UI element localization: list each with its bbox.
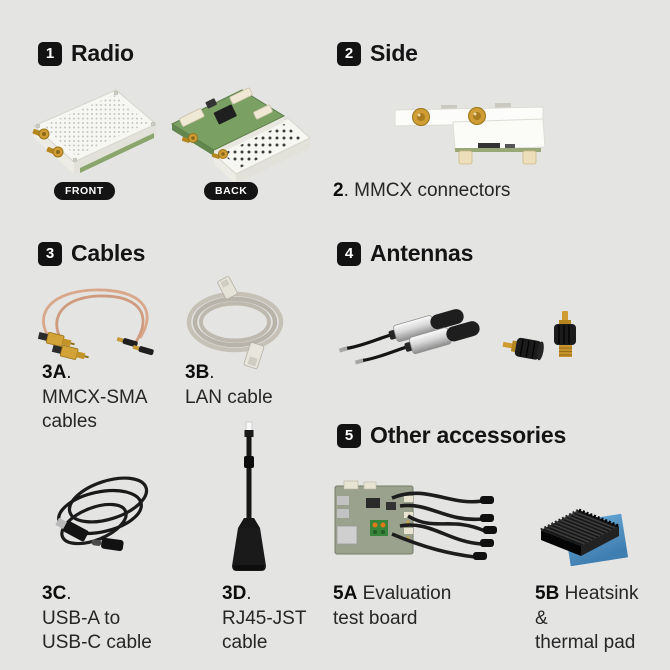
label-5b-line1: 5B Heatsink	[535, 582, 639, 607]
side-caption-text: . MMCX connectors	[343, 180, 511, 201]
heatsink-pad-image	[533, 490, 635, 568]
label-3c-line3: USB-C cable	[42, 632, 152, 653]
item-code: 3B	[185, 362, 210, 383]
item-dot: .	[66, 362, 72, 383]
label-3c: 3C. USB-A to USB-C cable	[42, 582, 152, 656]
label-3d: 3D. RJ45-JST cable	[222, 582, 306, 656]
label-3b-line2: LAN cable	[185, 386, 273, 408]
label-3d-line2: RJ45-JST	[222, 607, 307, 629]
label-3a-line3: cables	[42, 411, 97, 432]
label-5b-line3: thermal pad	[535, 632, 636, 653]
label-3d-line1: 3D.	[222, 582, 306, 607]
side-caption: 2. MMCX connectors	[333, 179, 510, 204]
label-5b-line2: &	[535, 607, 548, 629]
label-3a-line1: 3A.	[42, 361, 148, 386]
back-pill-badge: BACK	[204, 182, 259, 200]
label-3d-line3: cable	[222, 632, 268, 653]
item-dot: .	[246, 583, 252, 604]
label-5a-line1: 5A Evaluation	[333, 582, 451, 607]
item-code: 3C	[42, 583, 67, 604]
label-3c-line2: USB-A to	[42, 607, 121, 629]
section-number-badge: 4	[337, 241, 361, 266]
label-3a-line2: MMCX-SMA	[42, 386, 148, 408]
side-caption-number: 2	[333, 180, 344, 201]
label-3b-line1: 3B.	[185, 361, 273, 386]
mmcx-sma-cables-icon	[37, 288, 154, 360]
radio-side-icon	[394, 103, 546, 165]
radio-front-icon	[32, 89, 157, 174]
label-5b: 5B Heatsink & thermal pad	[535, 582, 639, 656]
section-title: Other accessories	[370, 422, 567, 448]
mmcx-adapters-image	[502, 303, 591, 381]
item-code: 3A	[42, 362, 67, 383]
mmcx-sma-cables-image	[24, 280, 166, 364]
label-5a-line2: test board	[333, 607, 418, 629]
evaluation-board-icon	[334, 480, 497, 560]
rj45-jst-cable-icon	[232, 421, 266, 571]
label-3c-line1: 3C.	[42, 582, 152, 607]
section-title: Cables	[71, 240, 146, 266]
section-number-badge: 5	[337, 423, 361, 448]
radio-front-image	[18, 76, 166, 188]
radio-back-image	[162, 72, 312, 190]
section-number-badge: 2	[337, 41, 361, 66]
radio-back-icon	[170, 87, 311, 184]
label-3b: 3B. LAN cable	[185, 361, 273, 410]
item-dot: .	[209, 362, 215, 383]
antennas-icon	[338, 309, 480, 365]
heatsink-pad-icon	[540, 508, 629, 567]
front-pill-badge: FRONT	[54, 182, 115, 200]
radio-side-image	[383, 92, 561, 165]
usb-cable-icon	[55, 476, 149, 551]
section-cables-header: 3 Cables	[38, 240, 145, 267]
evaluation-board-image	[330, 476, 510, 570]
section-number-badge: 3	[38, 241, 62, 266]
lan-cable-image	[177, 276, 293, 380]
item-text: Evaluation	[362, 583, 452, 604]
antennas-image	[336, 296, 504, 386]
label-5a: 5A Evaluation test board	[333, 582, 451, 631]
item-text: Heatsink	[564, 583, 639, 604]
section-other-header: 5 Other accessories	[337, 422, 566, 449]
section-title: Radio	[71, 40, 134, 66]
item-code: 5B	[535, 583, 560, 604]
usb-cable-image	[36, 460, 164, 574]
mmcx-adapters-icon	[502, 311, 576, 361]
rj45-jst-cable-image	[210, 420, 292, 578]
section-side-header: 2 Side	[337, 40, 418, 67]
item-code: 5A	[333, 583, 358, 604]
label-3a: 3A. MMCX-SMA cables	[42, 361, 148, 435]
section-title: Antennas	[370, 240, 474, 266]
section-radio-header: 1 Radio	[38, 40, 134, 67]
lan-cable-icon	[186, 276, 284, 370]
section-number-badge: 1	[38, 41, 62, 66]
item-dot: .	[66, 583, 72, 604]
section-title: Side	[370, 40, 418, 66]
section-antennas-header: 4 Antennas	[337, 240, 473, 267]
item-code: 3D	[222, 583, 247, 604]
